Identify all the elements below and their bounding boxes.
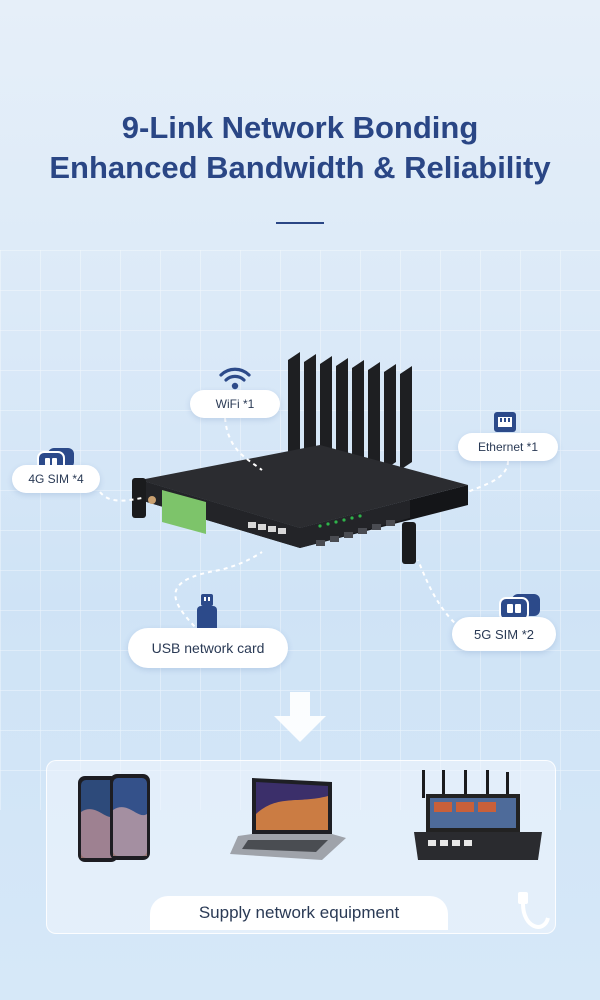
supply-label-text: Supply network equipment	[198, 903, 400, 922]
page-title: 9-Link Network Bonding Enhanced Bandwidt…	[0, 108, 600, 188]
link-wifi-label: WiFi *1	[215, 397, 255, 411]
smartphones-image	[78, 774, 150, 862]
usb-stick-icon	[197, 594, 217, 632]
link-usb-card-label: USB network card	[151, 640, 265, 656]
link-usb-card: USB network card	[128, 628, 288, 668]
video-switcher-image	[414, 770, 542, 860]
title-divider	[276, 222, 324, 224]
link-5g-sim-label: 5G SIM *2	[474, 626, 534, 642]
link-wifi: WiFi *1	[190, 390, 280, 418]
bonding-router-device	[132, 352, 468, 564]
link-5g-sim: 5G SIM *2	[452, 617, 556, 651]
title-line-2: Enhanced Bandwidth & Reliability	[49, 150, 551, 185]
title-line-1: 9-Link Network Bonding	[121, 110, 479, 145]
wifi-icon	[219, 367, 251, 390]
laptop-image	[230, 778, 346, 860]
ethernet-icon	[494, 412, 516, 432]
link-ethernet-label: Ethernet *1	[477, 440, 539, 454]
ethernet-cable-icon	[518, 892, 550, 929]
sim-card-icon	[499, 594, 540, 621]
down-arrow-icon	[274, 692, 326, 742]
link-4g-sim: 4G SIM *4	[12, 465, 100, 493]
supply-label: Supply network equipment	[150, 896, 448, 930]
link-ethernet: Ethernet *1	[458, 433, 558, 461]
link-4g-sim-label: 4G SIM *4	[28, 472, 84, 486]
